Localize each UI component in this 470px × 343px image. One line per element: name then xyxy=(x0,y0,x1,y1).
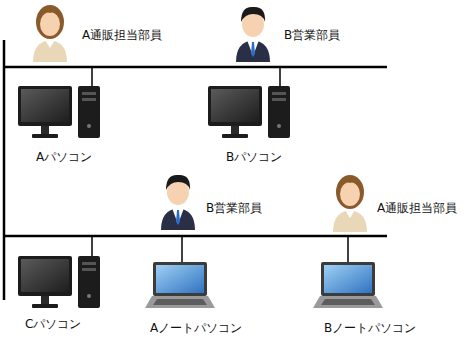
person-label: B営業部員 xyxy=(284,28,340,42)
drop-line xyxy=(92,67,348,262)
person-icon xyxy=(33,5,67,62)
pc-label: Aノートパソコン xyxy=(150,321,242,335)
pc-label: Aパソコン xyxy=(36,150,92,164)
desktop-pc xyxy=(208,86,290,138)
person-label: A通販担当部員 xyxy=(377,201,457,215)
person-label: B営業部員 xyxy=(206,201,262,215)
person-label: A通販担当部員 xyxy=(82,28,162,42)
person-icon xyxy=(236,7,270,62)
pc-label: Bパソコン xyxy=(226,150,282,164)
person-icon xyxy=(161,175,195,230)
person-icon xyxy=(333,175,367,232)
desktop-pc xyxy=(18,256,100,308)
pc-label: Cパソコン xyxy=(25,317,81,331)
laptop-pc xyxy=(145,262,215,308)
desktop-pc xyxy=(18,86,100,138)
pc-label: Bノートパソコン xyxy=(324,321,416,335)
laptop-pc xyxy=(313,262,383,308)
